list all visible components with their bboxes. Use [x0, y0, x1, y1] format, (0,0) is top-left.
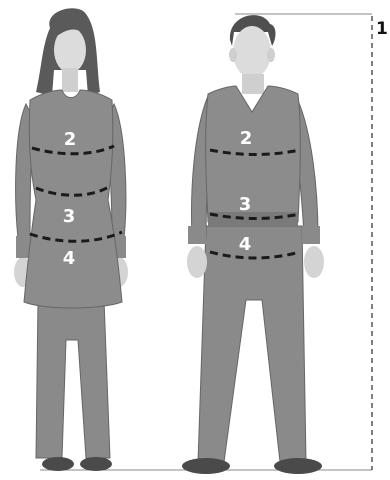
man-right-hand — [304, 246, 324, 278]
man-left-ear — [229, 48, 237, 62]
man-left-cuff — [188, 226, 206, 244]
woman-waist-marker: 3 — [63, 206, 76, 227]
man-right-cuff — [302, 226, 320, 244]
woman-left-shoe — [42, 457, 74, 471]
woman-hips-marker: 4 — [63, 248, 76, 269]
man-trousers — [198, 226, 306, 462]
man-left-shoe — [182, 458, 230, 474]
woman-trousers — [36, 300, 110, 458]
man-right-shoe — [274, 458, 322, 474]
man-waist-marker: 3 — [239, 194, 252, 215]
woman-neck — [62, 68, 78, 92]
height-marker: 1 — [376, 19, 388, 39]
woman-figure: 2 3 4 — [14, 8, 128, 471]
woman-tunic — [24, 90, 122, 308]
man-chest-marker: 2 — [240, 128, 253, 149]
man-hips-marker: 4 — [239, 234, 252, 255]
woman-right-shoe — [80, 457, 112, 471]
man-figure: 2 3 4 — [182, 15, 324, 474]
woman-chest-marker: 2 — [64, 129, 77, 150]
man-neck — [242, 74, 264, 94]
man-right-ear — [267, 48, 275, 62]
man-face — [233, 26, 271, 78]
man-left-hand — [187, 246, 207, 278]
